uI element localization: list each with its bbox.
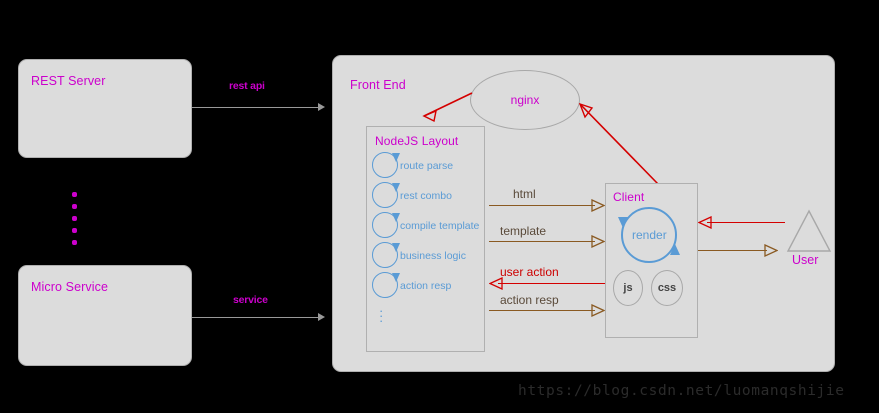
node-nginx-label: nginx <box>510 93 540 107</box>
edge-html-label: html <box>513 187 536 201</box>
edge-action-resp-label: action resp <box>500 293 559 307</box>
client-render-label: render <box>632 228 667 242</box>
node-client-label: Client <box>613 190 645 204</box>
nodejs-step-label-compile-template: compile template <box>400 220 480 232</box>
edge-html-line <box>489 205 595 206</box>
edge-user-action-arrowhead <box>489 277 503 290</box>
node-nginx[interactable]: nginx <box>470 70 580 130</box>
edge-user-action-line <box>498 283 605 284</box>
client-asset-css-label: css <box>657 282 677 294</box>
edge-rest-api-arrowhead <box>318 103 325 111</box>
edge-user-to-client-arrowhead <box>698 216 712 229</box>
edge-nginx-to-nodejs <box>422 92 473 123</box>
nodejs-step-label-action-resp: action resp <box>400 280 452 292</box>
edge-service-line <box>192 317 320 318</box>
nodejs-step-label-rest-combo: rest combo <box>400 190 452 202</box>
watermark-text: https://blog.csdn.net/luomanqshijie <box>518 383 845 399</box>
edge-service-arrowhead <box>318 313 325 321</box>
edge-template-label: template <box>500 224 547 238</box>
nodejs-step-label-business-logic: business logic <box>400 250 466 262</box>
edge-client-to-user-line <box>698 250 767 251</box>
nodejs-step-label-route-parse: route parse <box>400 160 454 172</box>
node-micro-service-label: Micro Service <box>31 280 109 294</box>
client-asset-css[interactable]: css <box>651 270 683 306</box>
nodejs-step-icon-route-parse <box>372 152 400 178</box>
edge-service-label: service <box>233 294 268 306</box>
edge-user-to-client-line <box>707 222 785 223</box>
edge-user-action-label: user action <box>500 265 559 279</box>
nodejs-step-icon-business-logic <box>372 242 400 268</box>
node-user-label: User <box>792 253 819 267</box>
edge-client-to-user-arrowhead <box>764 244 778 257</box>
edge-template-arrowhead <box>591 235 605 248</box>
nodejs-step-icon-rest-combo <box>372 182 400 208</box>
node-rest-server-label: REST Server <box>31 74 106 88</box>
nodejs-step-icon-compile-template <box>372 212 400 238</box>
edge-rest-api-line <box>192 107 320 108</box>
left-column-ellipsis <box>72 192 77 252</box>
edge-action-resp-line <box>489 310 595 311</box>
client-asset-js[interactable]: js <box>613 270 643 306</box>
node-user-icon[interactable] <box>786 208 832 254</box>
node-nodejs-layout-label: NodeJS Layout <box>375 134 459 148</box>
edge-client-to-nginx <box>578 102 659 185</box>
edge-action-resp-arrowhead <box>591 304 605 317</box>
client-render-loop-icon <box>618 207 680 263</box>
nodejs-step-icon-action-resp <box>372 272 400 298</box>
edge-template-line <box>489 241 595 242</box>
edge-html-arrowhead <box>591 199 605 212</box>
client-asset-js-label: js <box>623 282 633 294</box>
node-micro-service[interactable]: Micro Service <box>18 265 192 366</box>
edge-rest-api-label: rest api <box>229 80 265 92</box>
node-rest-server[interactable]: REST Server <box>18 59 192 158</box>
node-front-end-label: Front End <box>350 78 406 92</box>
nodejs-steps-ellipsis: ··· <box>379 303 384 328</box>
